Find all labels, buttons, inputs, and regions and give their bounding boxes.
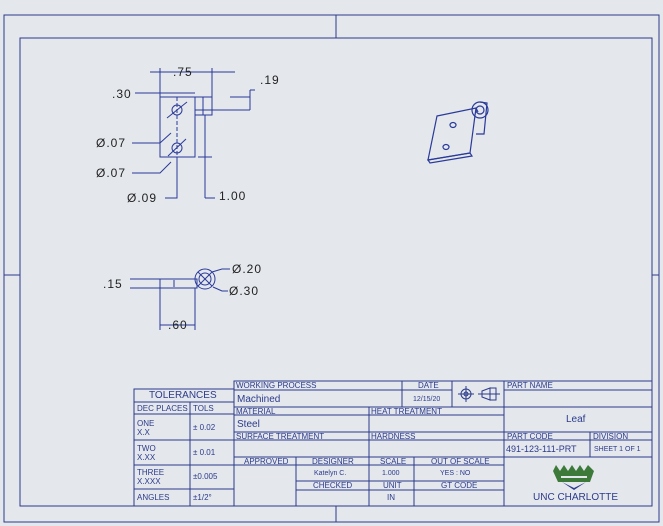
dim-hole-dia-07-top: Ø.07 [96, 136, 127, 150]
tolerances-title: TOLERANCES [149, 390, 217, 401]
working-process-value: Machined [237, 394, 281, 405]
dim-hole-dia-07-bottom: Ø.07 [96, 166, 127, 180]
working-process-label: WORKING PROCESS [236, 381, 317, 390]
checked-label: CHECKED [313, 481, 353, 490]
heat-treatment-label: HEAT TREATMENT [371, 407, 442, 416]
projection-symbol-icon [458, 386, 500, 402]
part-code-label: PART CODE [507, 432, 553, 441]
scale-label: SCALE [380, 457, 407, 466]
approved-label: APPROVED [244, 457, 289, 466]
angles-value: ±1/2° [193, 493, 212, 502]
tol-row-value: ±0.005 [193, 472, 218, 481]
out-of-scale-value: YES : NO [440, 470, 471, 477]
part-name-label: PART NAME [507, 381, 553, 390]
sheet-number: SHEET 1 OF 1 [594, 446, 641, 453]
dim-width-60: .60 [168, 318, 188, 332]
date-label: DATE [418, 381, 439, 390]
barrel-inner-icon [198, 272, 212, 286]
tol-row-name: ONE [137, 419, 155, 428]
designer-value: Katelyn C. [314, 470, 347, 477]
barrel-outer-icon [194, 268, 216, 290]
tols-label: TOLS [193, 404, 214, 413]
tol-row-format: X.XX [137, 453, 156, 462]
dec-places-label: DEC PLACES [137, 404, 188, 413]
unc-charlotte-logo [553, 465, 594, 490]
hardness-label: HARDNESS [371, 432, 416, 441]
unit-label: UNIT [383, 481, 402, 490]
surface-treatment-label: SURFACE TREATMENT [236, 432, 325, 441]
material-label: MATERIAL [236, 407, 276, 416]
tol-row-value: ± 0.01 [193, 448, 216, 457]
part-code-value: 491-123-111-PRT [506, 444, 577, 454]
org-name: UNC CHARLOTTE [533, 492, 619, 503]
angles-label: ANGLES [137, 493, 170, 502]
dim-dia-09: Ø.09 [127, 191, 158, 205]
tol-row-name: TWO [137, 444, 156, 453]
dim-width-75: .75 [173, 65, 193, 79]
dim-dia-30: Ø.30 [229, 284, 260, 298]
top-view [130, 268, 230, 330]
dim-height-19: .19 [260, 73, 280, 87]
scale-value: 1.000 [382, 470, 400, 477]
isometric-view [426, 101, 489, 164]
tol-row-value: ± 0.02 [193, 423, 216, 432]
date-value: 12/15/20 [413, 396, 441, 403]
gt-code-label: GT CODE [441, 481, 478, 490]
designer-label: DESIGNER [312, 457, 354, 466]
division-label: DIVISION [593, 432, 629, 441]
dim-dia-20: Ø.20 [232, 262, 263, 276]
tol-row-format: X.XXX [137, 477, 161, 486]
material-value: Steel [237, 419, 260, 430]
tol-row-format: X.X [137, 428, 150, 437]
part-name-value: Leaf [566, 414, 586, 425]
front-view [132, 68, 255, 199]
tol-row-name: THREE [137, 468, 165, 477]
title-block-grid [133, 380, 653, 507]
dim-thickness-15: .15 [103, 277, 123, 291]
dim-length-100: 1.00 [219, 189, 247, 203]
dim-offset-30: .30 [112, 87, 132, 101]
out-of-scale-label: OUT OF SCALE [431, 457, 490, 466]
unit-value: IN [387, 493, 395, 502]
